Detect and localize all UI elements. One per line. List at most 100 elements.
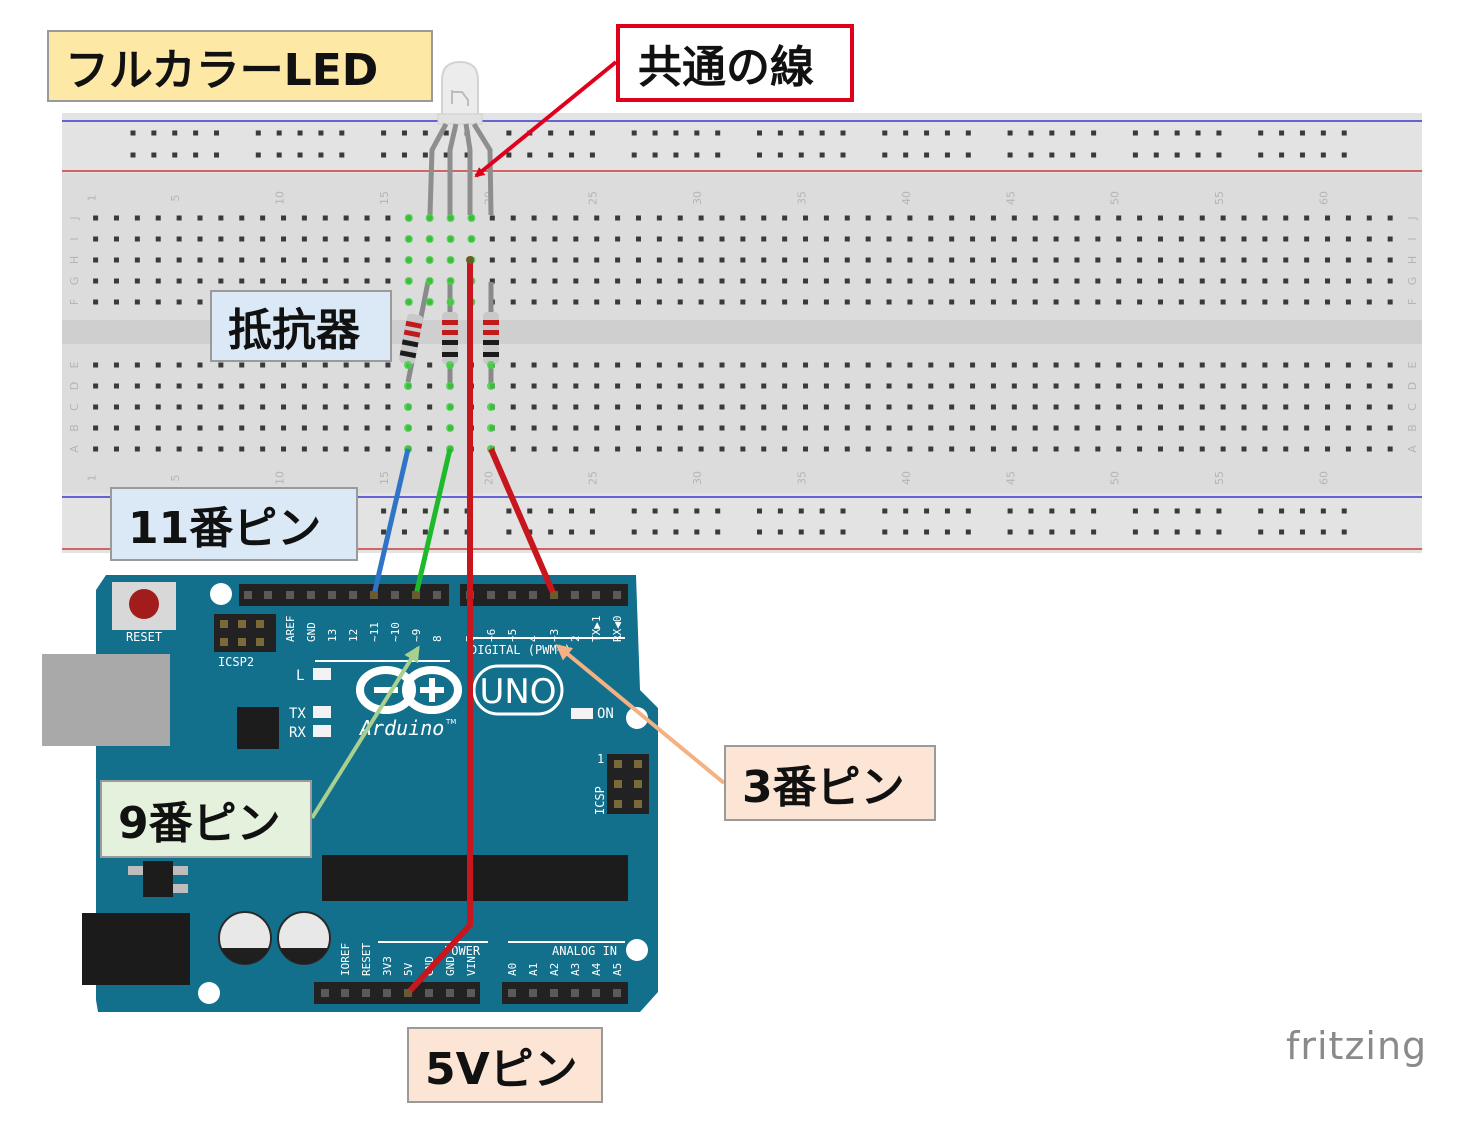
breadboard-hole (761, 362, 767, 368)
breadboard-hole (1178, 215, 1184, 221)
breadboard-hole (719, 404, 725, 410)
breadboard-hole (1116, 425, 1122, 431)
rail-hole (1174, 152, 1180, 158)
breadboard-hole (677, 362, 683, 368)
resistor-2-band-3 (442, 340, 458, 345)
column-number-label: 10 (274, 191, 287, 205)
breadboard-hole (928, 383, 934, 389)
breadboard-hole (281, 446, 287, 452)
breadboard-hole (1032, 257, 1038, 263)
breadboard-hole (677, 278, 683, 284)
breadboard-hole (1345, 362, 1351, 368)
breadboard-hole (364, 215, 370, 221)
breadboard-hole (322, 236, 328, 242)
breadboard-hole (844, 236, 850, 242)
breadboard-hole (1366, 404, 1372, 410)
breadboard-hole (1137, 215, 1143, 221)
breadboard-hole (907, 257, 913, 263)
rail-hole (276, 152, 282, 158)
analog-pin-label: A0 (506, 963, 519, 976)
breadboard-hole (990, 362, 996, 368)
breadboard-hole (803, 236, 809, 242)
rail-hole (172, 152, 178, 158)
breadboard-hole (197, 257, 203, 263)
rgb-led (427, 60, 494, 216)
wire-end-common (466, 256, 474, 264)
rail-hole (130, 130, 136, 136)
breadboard-hole (1199, 425, 1205, 431)
rail-hole (527, 508, 533, 514)
breadboard-hole (1095, 383, 1101, 389)
breadboard-hole (1011, 299, 1017, 305)
resistor-1-band-1 (405, 320, 423, 329)
breadboard-hole (928, 215, 934, 221)
rail-hole (1070, 152, 1076, 158)
breadboard-hole (385, 446, 391, 452)
breadboard-hole (865, 446, 871, 452)
power-header (314, 982, 480, 1004)
regulator-pin-2 (173, 866, 188, 875)
breadboard-hole (1387, 236, 1393, 242)
breadboard-hole (782, 278, 788, 284)
rail-hole (548, 508, 554, 514)
breadboard-hole (865, 278, 871, 284)
breadboard-hole (1325, 446, 1331, 452)
icsp-pin (614, 780, 622, 788)
rail-hole (443, 529, 449, 535)
breadboard-hole (113, 278, 119, 284)
header-pin (446, 989, 454, 997)
rail-hole (527, 152, 533, 158)
header-pin (307, 591, 315, 599)
row-letter-label: B (1406, 424, 1419, 432)
breadboard-hole (573, 425, 579, 431)
breadboard-hole (928, 362, 934, 368)
breadboard-hole (134, 257, 140, 263)
breadboard-hole (1262, 446, 1268, 452)
rail-hole (1216, 130, 1222, 136)
header-pin (383, 989, 391, 997)
column-number-label: 45 (1004, 191, 1017, 205)
breadboard-hole (343, 404, 349, 410)
power-pin-label: 3V3 (381, 956, 394, 976)
breadboard-hole (531, 236, 537, 242)
breadboard-hole (1053, 236, 1059, 242)
header-pin (425, 989, 433, 997)
breadboard-hole (1137, 425, 1143, 431)
rail-hole (924, 529, 930, 535)
breadboard-hole (385, 362, 391, 368)
breadboard-hole (134, 278, 140, 284)
rail-hole (381, 130, 387, 136)
breadboard-hole (176, 362, 182, 368)
column-number-label: 25 (587, 191, 600, 205)
rail-hole (297, 130, 303, 136)
breadboard-hole (865, 215, 871, 221)
led-leg-common (463, 123, 473, 215)
breadboard-hole (301, 257, 307, 263)
breadboard-hole (322, 257, 328, 263)
breadboard-hole (823, 215, 829, 221)
breadboard-hole (510, 257, 516, 263)
breadboard-hole (1178, 383, 1184, 389)
breadboard-hole (761, 215, 767, 221)
mount-hole-2 (626, 707, 648, 729)
breadboard-hole (1074, 446, 1080, 452)
breadboard-hole (322, 446, 328, 452)
analog-pin-label: A5 (611, 963, 624, 976)
breadboard-hole (1032, 299, 1038, 305)
breadboard-hole (719, 383, 725, 389)
breadboard-hole (552, 446, 558, 452)
atmega-chip (322, 855, 628, 901)
rail-hole (1341, 508, 1347, 514)
breadboard-hole (364, 383, 370, 389)
rail-hole (924, 152, 930, 158)
rail-hole (1195, 508, 1201, 514)
rail-hole (882, 529, 888, 535)
breadboard-hole (1325, 299, 1331, 305)
breadboard-hole (1387, 257, 1393, 263)
analog-pin-label: A2 (548, 963, 561, 976)
column-number-label: 10 (274, 471, 287, 485)
breadboard-hole (134, 404, 140, 410)
breadboard-hole (427, 362, 433, 368)
capacitor-1-band (221, 948, 269, 964)
breadboard-hole (1262, 215, 1268, 221)
